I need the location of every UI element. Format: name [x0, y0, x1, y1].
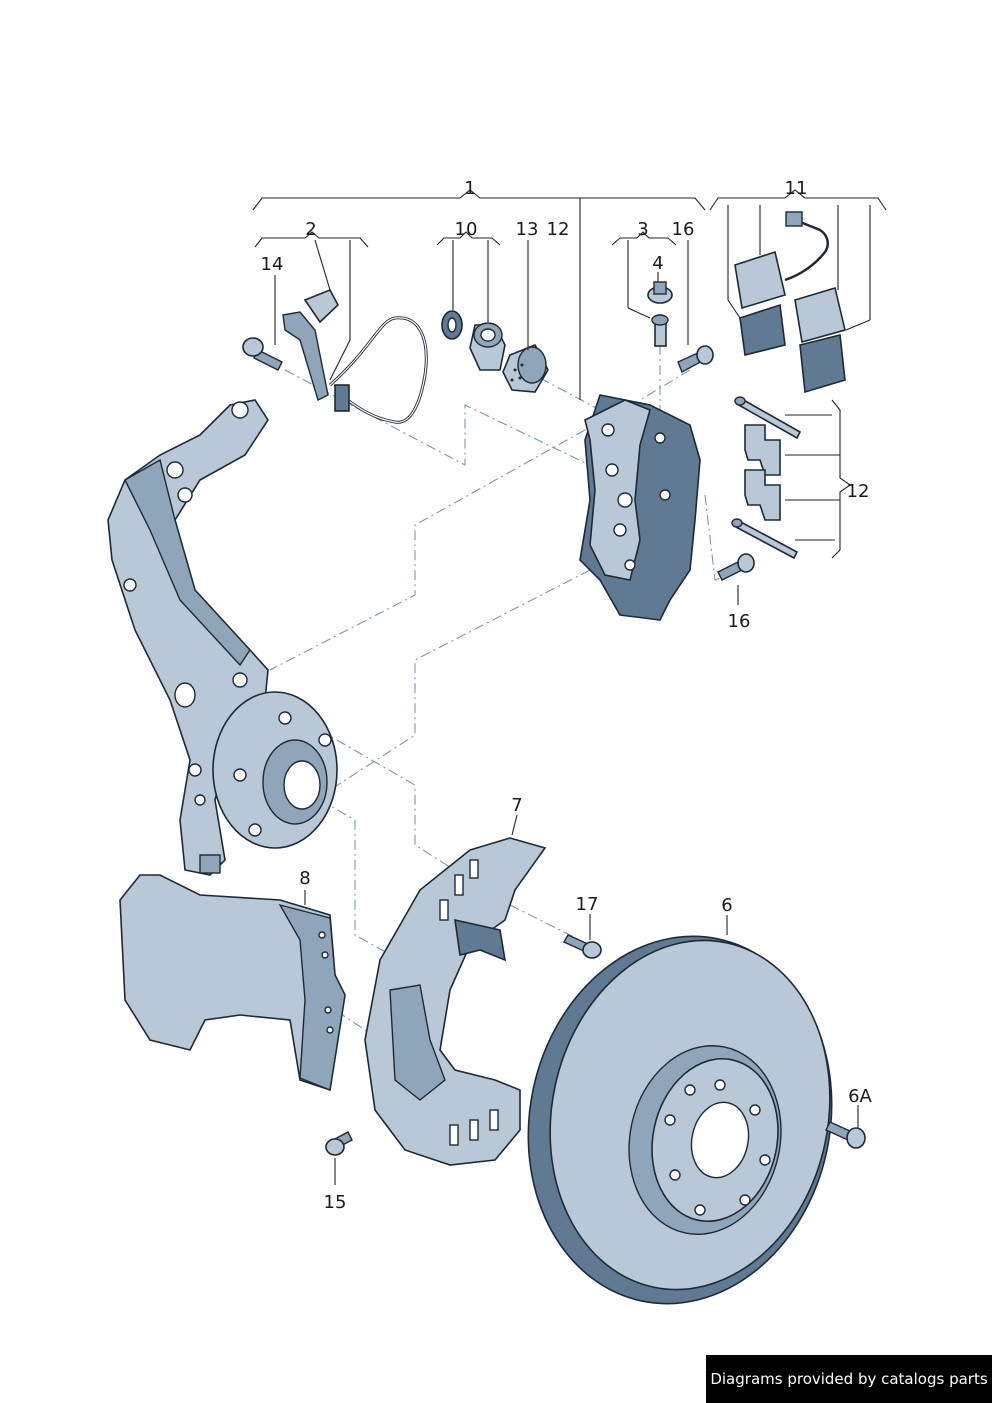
- screw-15: [325, 1131, 353, 1156]
- brake-caliper: [579, 394, 701, 621]
- piston-13: [502, 343, 549, 393]
- brake-hose: [282, 288, 428, 424]
- brake-pad-set: [734, 211, 846, 394]
- heat-shield: [119, 874, 346, 1092]
- callout-10: 10: [455, 219, 478, 240]
- pad-hardware-set: [731, 396, 802, 560]
- callout-6: 6: [721, 895, 732, 916]
- wheel-hub: [212, 691, 338, 849]
- callout-7: 7: [511, 795, 522, 816]
- callout-4: 4: [652, 253, 663, 274]
- callout-16-bottom: 16: [728, 611, 751, 632]
- callout-1: 1: [464, 178, 475, 199]
- callout-15: 15: [324, 1192, 347, 1213]
- piston-seal: [469, 322, 506, 371]
- callout-14: 14: [261, 254, 284, 275]
- screw-17: [563, 934, 602, 959]
- bolt-16-upper: [677, 345, 714, 373]
- leader-lines: [252, 189, 887, 1185]
- steering-knuckle: [107, 399, 269, 876]
- bolt-14: [242, 337, 283, 371]
- bleed-valve-4: [647, 281, 673, 304]
- callout-8: 8: [299, 868, 310, 889]
- callout-11: 11: [785, 178, 808, 199]
- brake-disc: [527, 935, 833, 1305]
- callout-17: 17: [576, 894, 599, 915]
- guide-pin-3: [651, 314, 669, 347]
- callout-2: 2: [305, 219, 316, 240]
- callout-12-right: 12: [847, 481, 870, 502]
- credit-banner: Diagrams provided by catalogs parts: [706, 1355, 992, 1403]
- bolt-16-lower: [717, 553, 755, 581]
- callout-13: 13: [516, 219, 539, 240]
- callout-labels: 1 11 2 10 13 12 3 16 14 4 12 16 7 8 17 6…: [261, 178, 873, 1213]
- callout-3: 3: [637, 219, 648, 240]
- screw-6a: [825, 1121, 866, 1149]
- brake-splash-shield: [364, 837, 547, 1166]
- callout-6a: 6A: [848, 1086, 872, 1107]
- seal-10: [441, 310, 463, 340]
- callout-12-top: 12: [547, 219, 570, 240]
- callout-16-top: 16: [672, 219, 695, 240]
